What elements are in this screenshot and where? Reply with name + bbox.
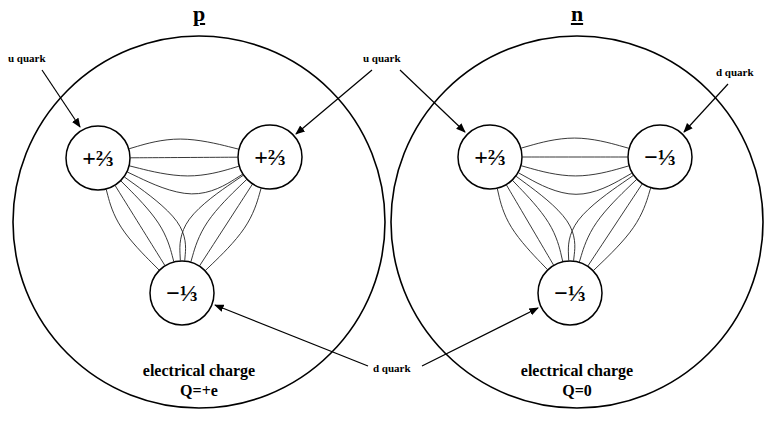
- gluon-bundle: [518, 138, 631, 194]
- quark-charge: +⅔: [82, 144, 114, 172]
- gluon-bundle: [180, 175, 261, 270]
- quark-circle: −⅓: [537, 260, 603, 326]
- gluon-line: [121, 181, 174, 262]
- quark-name: u quark: [363, 52, 401, 65]
- quark-outline: [238, 125, 302, 189]
- nucleon-outline: [12, 35, 386, 409]
- gluon-line: [106, 189, 159, 270]
- gluon-bundle: [497, 176, 575, 269]
- quark-charge: −⅓: [166, 279, 198, 307]
- quark-circle: +⅔: [65, 125, 131, 191]
- gluon-bundle: [568, 175, 650, 270]
- quark-charge: −⅓: [554, 279, 586, 307]
- gluon-bundle: [127, 139, 242, 194]
- gluon-line: [129, 139, 238, 149]
- quark-charge: −⅓: [644, 143, 676, 171]
- gluon-bundle: [106, 177, 185, 270]
- leader-arrow: [296, 70, 372, 134]
- leader-arrow: [400, 70, 465, 132]
- charge-value: Q=+e: [12, 381, 386, 400]
- nucleon-outline: [390, 35, 764, 409]
- quark-outline: [628, 125, 692, 189]
- leader-arrow: [684, 84, 728, 132]
- quark-name: d quark: [716, 66, 754, 79]
- quark-circle: +⅔: [237, 124, 303, 190]
- quark-outline: [538, 261, 602, 325]
- gluon-line: [205, 188, 261, 270]
- gluon-line: [124, 177, 185, 261]
- charge-value: Q=0: [390, 381, 764, 400]
- quark-circle: −⅓: [627, 124, 693, 190]
- particle-symbol: p: [12, 1, 386, 27]
- gluon-line: [523, 157, 628, 158]
- gluon-line: [516, 176, 575, 260]
- gluon-line: [115, 186, 165, 266]
- gluon-line: [130, 166, 239, 176]
- nucleon-outline: [13, 36, 385, 408]
- quark-circle: +⅔: [457, 124, 523, 190]
- charge-caption: electrical charge: [390, 361, 764, 380]
- gluon-line: [588, 184, 642, 266]
- gluon-line: [200, 184, 253, 265]
- quark-circle: −⅓: [149, 260, 215, 326]
- quark-charge: +⅔: [474, 143, 506, 171]
- gluon-line: [568, 175, 633, 260]
- quark-outline: [150, 261, 214, 325]
- quark-outline: [66, 126, 130, 190]
- gluon-line: [593, 188, 650, 270]
- leader-arrow: [42, 70, 80, 127]
- gluon-line: [180, 175, 243, 260]
- leader-arrow: [422, 308, 538, 366]
- quark-name: d quark: [373, 362, 411, 375]
- gluon-line: [579, 179, 636, 261]
- nucleon-outline: [391, 36, 763, 408]
- gluon-line: [127, 172, 242, 194]
- quark-charge: +⅔: [254, 143, 286, 171]
- leader-arrow: [215, 305, 368, 366]
- charge-caption: electrical charge: [12, 361, 386, 380]
- gluon-line: [130, 157, 237, 159]
- nucleon-circle: pelectrical chargeQ=+e+⅔+⅔−⅓: [12, 35, 386, 409]
- quark-outline: [458, 125, 522, 189]
- gluon-line: [506, 185, 553, 265]
- nucleon-circle: nelectrical chargeQ=0+⅔−⅓−⅓: [390, 35, 764, 409]
- gluon-line: [521, 166, 628, 176]
- gluon-line: [521, 138, 628, 148]
- quark-name: u quark: [8, 52, 46, 65]
- gluon-line: [497, 189, 547, 270]
- particle-symbol: n: [390, 1, 764, 27]
